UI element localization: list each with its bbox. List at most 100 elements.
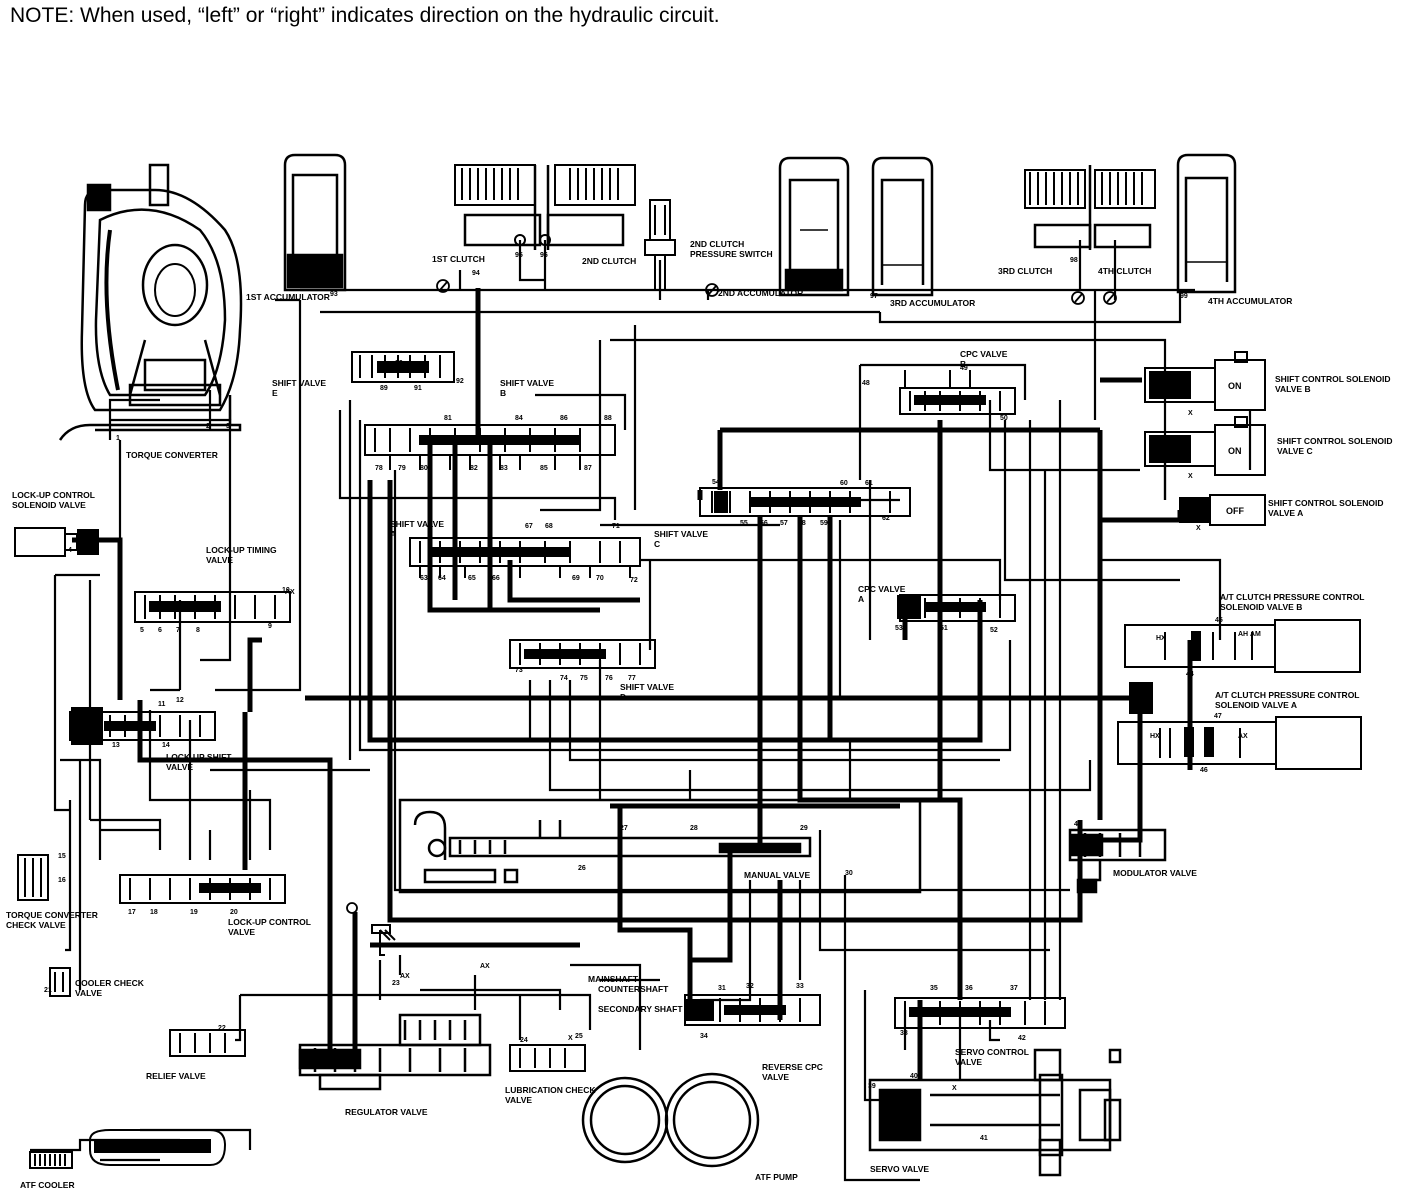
port-number: 67: [525, 523, 533, 530]
port-number: 14: [162, 742, 170, 749]
port-number: 65: [468, 575, 476, 582]
label-third-clutch: 3RD CLUTCH: [998, 266, 1052, 276]
port-mark: AX: [285, 589, 295, 596]
port-number: 13: [112, 742, 120, 749]
port-number: 85: [540, 465, 548, 472]
cooler-check-valve: [49, 967, 71, 997]
port-number: 3: [226, 423, 230, 430]
label-mainshaft: MAINSHAFT: [588, 974, 639, 984]
port-number: 92: [456, 378, 464, 385]
port-number: 63: [420, 575, 428, 582]
at-clutch-pc-solenoid-b: [1124, 619, 1361, 673]
port-number: 93: [330, 291, 338, 298]
port-number: 21: [44, 987, 52, 994]
label-secondary-shaft: SECONDARY SHAFT: [598, 1004, 683, 1014]
port-number: 62: [882, 515, 890, 522]
third-fourth-clutch-assembly: [1024, 165, 1156, 250]
port-number: 41: [980, 1135, 988, 1142]
port-number: 26: [578, 865, 586, 872]
shift-solenoid-c: [1144, 416, 1266, 476]
port-number: 53: [895, 625, 903, 632]
first-second-clutch-assembly: [454, 164, 636, 250]
port-number: 46: [1200, 767, 1208, 774]
port-mark: AM: [1250, 631, 1261, 638]
label-first-accumulator: 1ST ACCUMULATOR: [246, 292, 330, 302]
manual-valve: [398, 798, 922, 894]
servo-control-valve: [894, 997, 1066, 1029]
port-number: 33: [796, 983, 804, 990]
port-number: 43: [1074, 821, 1082, 828]
atf-pump: [581, 1072, 760, 1168]
port-number: 79: [398, 465, 406, 472]
port-number: 68: [545, 523, 553, 530]
relief-valve: [169, 1029, 246, 1057]
port-number: 80: [420, 465, 428, 472]
port-mark: X: [568, 1035, 573, 1042]
regulator-valve-body: [298, 1013, 492, 1091]
port-number: 10: [282, 587, 290, 594]
pressure-switch: [644, 199, 676, 290]
port-number: 28: [690, 825, 698, 832]
label-countershaft: COUNTERSHAFT: [598, 984, 669, 994]
port-number: 50: [1000, 415, 1008, 422]
port-number: 30: [845, 870, 853, 877]
label-second-accumulator: 2ND ACCUMULATOR: [718, 288, 803, 298]
label-servo-valve: SERVO VALVE: [870, 1164, 929, 1174]
port-number: 95: [515, 252, 523, 259]
second-accumulator: [778, 156, 850, 297]
shift-solenoid-b-state: ON: [1228, 381, 1242, 391]
port-number: 82: [470, 465, 478, 472]
label-third-accumulator: 3RD ACCUMULATOR: [890, 298, 975, 308]
port-number: 7: [176, 627, 180, 634]
port-number: 60: [840, 480, 848, 487]
port-number: 32: [746, 983, 754, 990]
port-number: 36: [965, 985, 973, 992]
shaft-symbol: [371, 924, 396, 956]
port-number: 4: [68, 547, 72, 554]
reverse-cpc-valve: [684, 994, 821, 1026]
port-number: 97: [870, 293, 878, 300]
port-number: 16: [58, 877, 66, 884]
label-atf-pump: ATF PUMP: [755, 1172, 798, 1182]
port-number: 88: [604, 415, 612, 422]
port-number: 2: [206, 423, 210, 430]
lockup-shift-valve: [69, 707, 216, 745]
low-pressure-lines: [30, 240, 1252, 1182]
port-number: 40: [910, 1073, 918, 1080]
at-clutch-pc-solenoid-a: [1117, 716, 1362, 770]
port-number: 20: [230, 909, 238, 916]
port-number: 18: [150, 909, 158, 916]
port-number: 71: [612, 523, 620, 530]
port-mark: AX: [400, 973, 410, 980]
port-number: 77: [628, 675, 636, 682]
port-mark: HX: [1150, 733, 1160, 740]
port-number: 76: [605, 675, 613, 682]
first-accumulator: [283, 153, 347, 292]
port-number: 81: [444, 415, 452, 422]
label-first-clutch: 1ST CLUTCH: [432, 254, 485, 264]
port-number: 56: [760, 520, 768, 527]
shift-valve-a: [409, 537, 641, 578]
port-number: 57: [780, 520, 788, 527]
port-number: 39: [868, 1083, 876, 1090]
port-number: 6: [158, 627, 162, 634]
solenoid-state-labels: ON ON OFF: [1226, 381, 1244, 516]
port-number: 54: [712, 479, 720, 486]
